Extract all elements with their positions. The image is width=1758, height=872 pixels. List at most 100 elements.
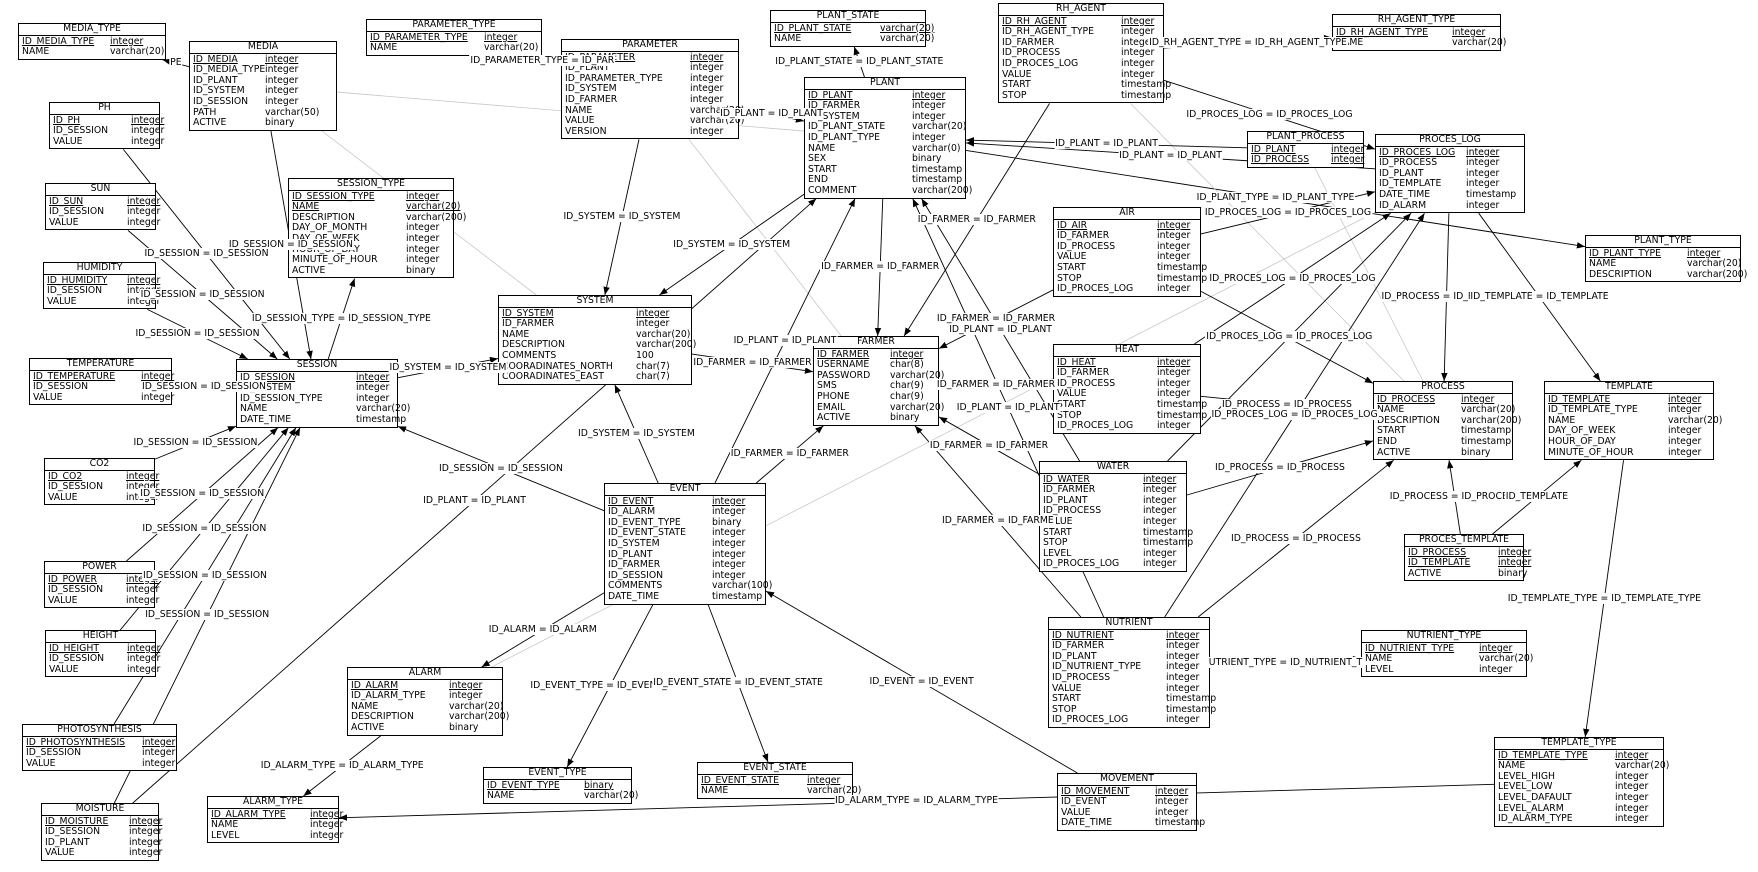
column-name: ID_PARAMETER_TYPE — [565, 72, 663, 84]
table-title: SUN — [46, 184, 155, 196]
column-type: varchar(200) — [636, 339, 697, 351]
column-type: integer — [126, 481, 160, 493]
table-title: NUTRIENT — [1049, 618, 1209, 630]
table-power[interactable]: POWERID_POWERintegerID_SESSIONintegerVAL… — [44, 561, 159, 609]
column-name: VALUE — [1052, 682, 1082, 694]
table-parameter[interactable]: PARAMETERID_PARAMETERintegerID_PLANTinte… — [561, 39, 744, 140]
column-type: binary — [890, 412, 920, 424]
column-type: integer — [690, 93, 724, 105]
table-title: ALARM — [348, 668, 502, 680]
column-type: integer — [142, 747, 176, 759]
relation-label: ID_PROCESS = ID_PROCESS — [1229, 532, 1362, 544]
column-type: varchar(200) — [1461, 414, 1522, 426]
column-name: ID_WATER — [1043, 473, 1090, 485]
relation-label: ID_EVENT = ID_EVENT — [868, 676, 975, 688]
relation-label: ID_PLANT_STATE = ID_PLANT_STATE — [774, 55, 945, 67]
relation-label: ID_FARMER = ID_FARMER — [935, 378, 1057, 390]
column-name: PHONE — [817, 390, 850, 402]
column-name: ID_SESSION — [48, 584, 104, 596]
column-type: integer — [1166, 629, 1200, 641]
column-name: ID_FARMER — [808, 100, 861, 112]
table-title: SYSTEM — [499, 296, 691, 308]
column-type: integer — [712, 527, 746, 539]
relation-label: ID_SESSION = ID_SESSION — [227, 238, 354, 250]
column-type: integer — [890, 348, 924, 360]
column-name: ID_TEMPLATE — [1408, 557, 1471, 569]
column-type: integer — [1166, 682, 1200, 694]
table-session[interactable]: SESSIONID_SESSIONintegerID_SYSTEMinteger… — [236, 359, 410, 428]
column-name: ID_NUTRIENT — [1052, 629, 1114, 641]
column-name: ID_FARMER — [1057, 367, 1110, 379]
column-type: integer — [690, 62, 724, 74]
column-type: integer — [1668, 435, 1702, 447]
column-name: ID_SESSION — [45, 826, 101, 838]
column-type: timestamp — [1143, 537, 1194, 549]
table-title: MOISTURE — [42, 804, 158, 816]
column-name: ID_PLANT — [1379, 167, 1424, 179]
column-type: integer — [1615, 791, 1649, 803]
column-type: integer — [265, 95, 299, 107]
column-type: integer — [1143, 505, 1177, 517]
column-name: ID_FARMER — [1057, 230, 1110, 242]
column-name: ID_TEMPLATE_TYPE — [1548, 404, 1638, 416]
table-humidity[interactable]: HUMIDITYID_HUMIDITYintegerID_SESSIONinte… — [43, 262, 160, 310]
column-type: binary — [449, 721, 479, 733]
column-type: integer — [636, 318, 670, 330]
column-name: DATE_TIME — [1061, 817, 1113, 829]
table-title: ALARM_TYPE — [208, 797, 338, 809]
column-type: varchar(100) — [712, 580, 773, 592]
